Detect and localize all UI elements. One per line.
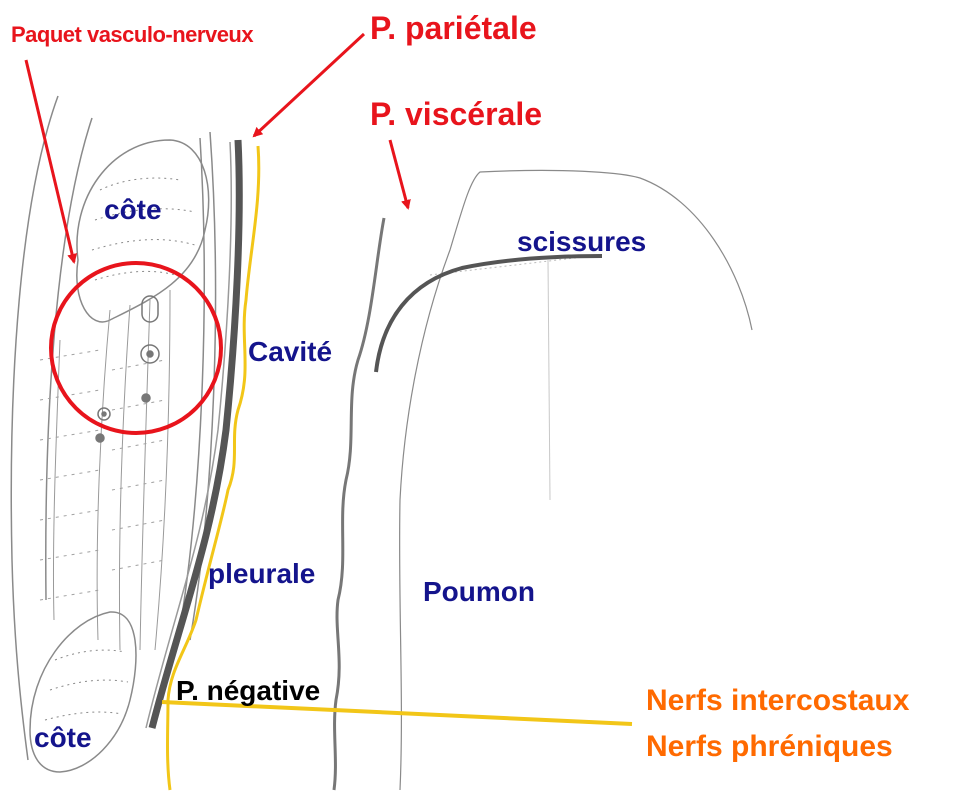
parietal-pleura-line — [152, 140, 239, 728]
visceral-pleura-line — [334, 218, 384, 790]
label-paquet-vasculo-nerveux: Paquet vasculo-nerveux — [11, 24, 253, 46]
label-negative-pressure: P. négative — [176, 677, 320, 705]
parietale-arrow — [254, 34, 364, 136]
viscerale-arrow — [390, 140, 408, 208]
scissure-line — [376, 256, 602, 372]
label-lung: Poumon — [423, 578, 535, 606]
rib-top — [77, 140, 209, 322]
label-rib-top: côte — [104, 196, 162, 224]
label-parietal-pleura: P. pariétale — [370, 12, 537, 44]
label-rib-bottom: côte — [34, 724, 92, 752]
label-visceral-pleura: P. viscérale — [370, 98, 542, 130]
label-cavity: Cavité — [248, 338, 332, 366]
label-scissures: scissures — [517, 228, 646, 256]
label-phrenic-nerves: Nerfs phréniques — [646, 732, 893, 762]
label-pleural: pleurale — [208, 560, 315, 588]
intercostal-muscles — [40, 290, 170, 650]
paquet-arrow — [26, 60, 74, 262]
label-intercostal-nerves: Nerfs intercostaux — [646, 686, 909, 716]
bundle-highlight-circle — [51, 263, 221, 433]
